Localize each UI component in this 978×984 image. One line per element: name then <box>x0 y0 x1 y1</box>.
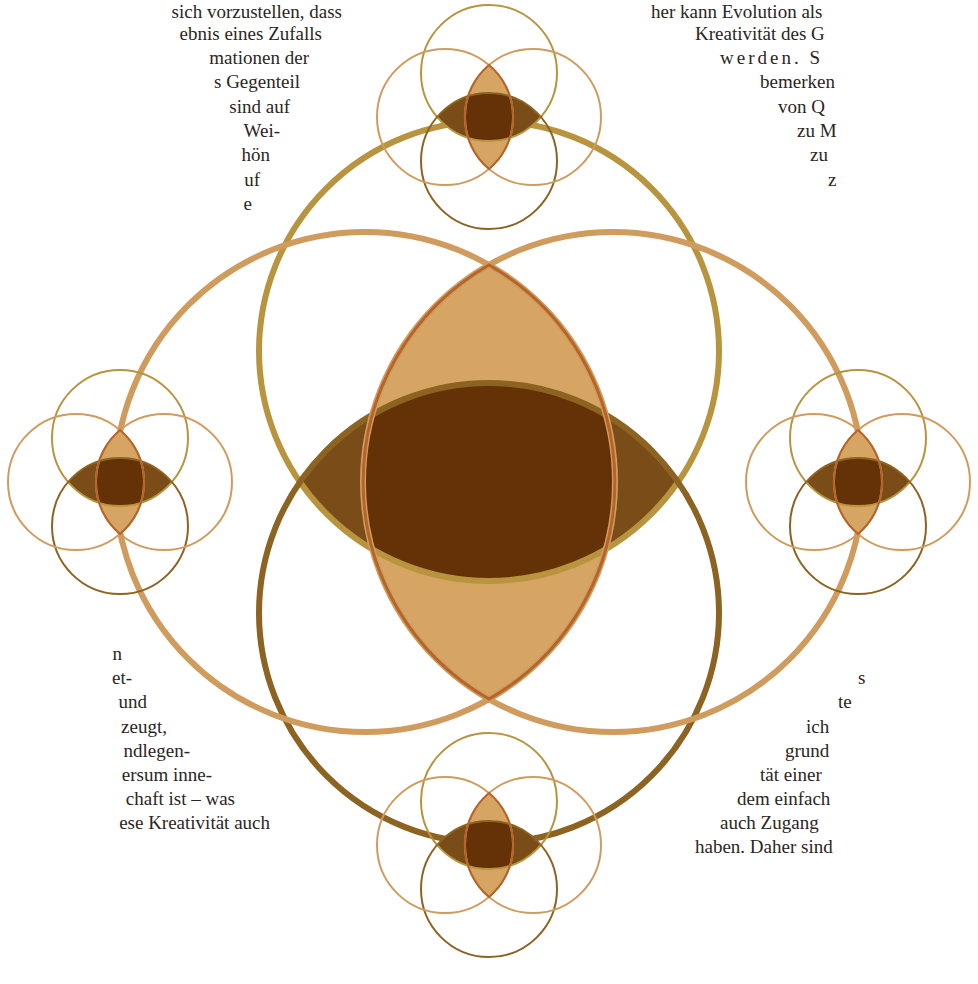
text-fragment: auch Zugang <box>720 811 819 835</box>
text-fragment: ersum inne- <box>122 763 212 787</box>
text-fragment: sich vorzustellen, dass <box>172 0 342 24</box>
text-fragment: von Q <box>778 95 825 119</box>
text-fragment: Kreativität des G <box>695 22 825 46</box>
text-fragment: e <box>244 192 252 216</box>
text-fragment: uf <box>244 168 260 192</box>
text-fragment: her kann Evolution als <box>651 0 823 24</box>
text-fragment: zu <box>810 143 828 167</box>
text-fragment: werden. S <box>720 46 823 70</box>
text-fragment: tät einer <box>760 763 822 787</box>
text-fragment: n <box>113 642 123 666</box>
text-fragment: dem einfach <box>737 787 830 811</box>
text-fragment: s <box>858 666 865 690</box>
text-fragment: chaft ist – was <box>126 787 235 811</box>
text-fragment: mationen der <box>209 46 309 70</box>
text-fragment: Wei- <box>244 119 280 143</box>
text-fragment: ich <box>806 715 829 739</box>
text-fragment: haben. Daher sind <box>695 835 833 859</box>
text-fragment: hön <box>242 143 271 167</box>
text-fragment: zu M <box>797 119 837 143</box>
text-fragment: zeugt, <box>121 715 167 739</box>
text-fragment: sind auf <box>229 95 290 119</box>
text-fragment: bemerken <box>760 70 835 94</box>
text-fragment: s Gegenteil <box>214 70 300 94</box>
text-fragment: ese Kreativität auch <box>119 811 270 835</box>
text-fragment: ndlegen- <box>124 739 190 763</box>
text-fragment: et- <box>112 666 132 690</box>
text-fragment: te <box>838 690 852 714</box>
text-fragment: ebnis eines Zufalls <box>180 22 322 46</box>
text-fragment: grund <box>785 739 829 763</box>
text-fragment: z <box>828 168 836 192</box>
text-fragment: und <box>119 690 148 714</box>
